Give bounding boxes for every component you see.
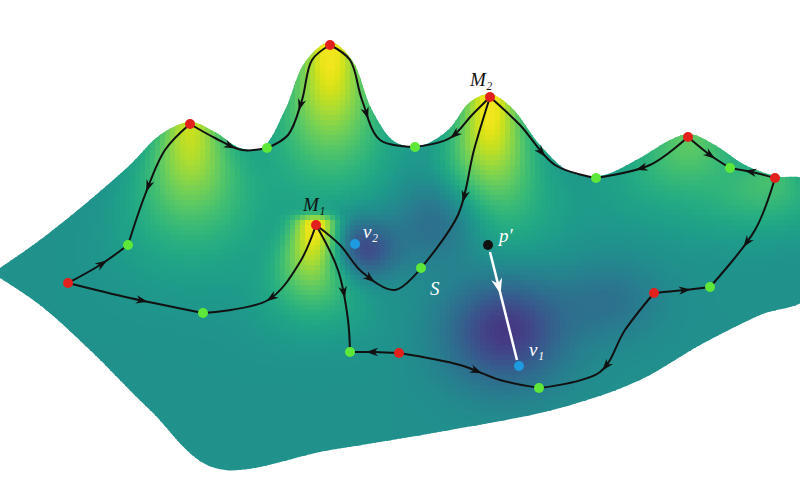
stage: M₂M₁v₂Sp′v₁	[0, 0, 800, 480]
